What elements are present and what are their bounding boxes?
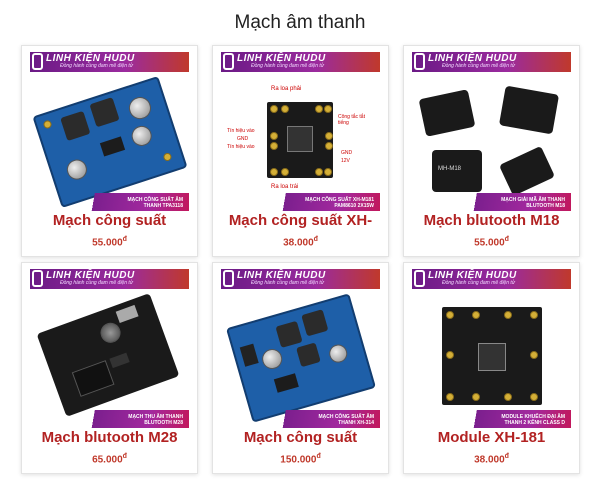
product-image[interactable]: LINH KIỆN HUDU Đồng hành cùng đam mê điệ… — [221, 52, 380, 211]
section-title: Mạch âm thanh — [234, 12, 366, 33]
brand-logo-icon — [32, 53, 43, 70]
brand-name: LINH KIỆN HUDU — [46, 270, 135, 281]
pcb-board-image — [32, 75, 188, 209]
label-mute: Công tắc tắt tiếng — [338, 114, 365, 126]
product-price: 55.000đ — [474, 236, 509, 249]
pcb-board-image — [36, 293, 180, 417]
product-name[interactable]: Mạch blutooth M28 — [41, 429, 178, 446]
product-name[interactable]: Mạch công suất XH- — [228, 212, 373, 229]
brand-logo-icon — [223, 270, 234, 287]
brand-slogan: Đồng hành cùng đam mê điện tử — [60, 63, 133, 69]
pcb-board-image — [498, 85, 560, 135]
product-price: 150.000đ — [280, 453, 321, 466]
product-banner-stripe: MẠCH CÔNG SUẤT ÂM THANH XH-314 — [221, 410, 380, 428]
product-banner-stripe: MẠCH CÔNG SUẤT ÂM THANH TPA3118 — [30, 193, 189, 211]
brand-name: LINH KIỆN HUDU — [237, 53, 326, 64]
label-right-out: Ra loa phải — [271, 86, 302, 92]
brand-logo-icon — [32, 270, 43, 287]
label-input-1: Tín hiệu vào — [227, 128, 255, 134]
product-banner-text: MẠCH THU ÂM THANH BLUTOOTH M28 — [128, 414, 183, 426]
pcb-board-image — [267, 102, 333, 178]
product-banner-text: MẠCH CÔNG SUẤT ÂM THANH XH-314 — [318, 414, 374, 426]
brand-slogan: Đồng hành cùng đam mê điện tử — [442, 280, 515, 286]
product-banner-stripe: MODULE KHUẾCH ĐẠI ÂM THANH 2 KÊNH CLASS … — [412, 410, 571, 428]
product-name[interactable]: Mạch blutooth M18 — [423, 212, 560, 229]
brand-logo-icon — [414, 270, 425, 287]
brand-slogan: Đồng hành cùng đam mê điện tử — [251, 280, 324, 286]
product-card[interactable]: LINH KIỆN HUDU Đồng hành cùng đam mê điệ… — [212, 262, 389, 474]
pcb-board-image: MH-M18 — [432, 150, 482, 192]
product-card[interactable]: LINH KIỆN HUDU Đồng hành cùng đam mê điệ… — [21, 45, 198, 257]
brand-banner: LINH KIỆN HUDU Đồng hành cùng đam mê điệ… — [30, 52, 189, 72]
product-card[interactable]: LINH KIỆN HUDU Đồng hành cùng đam mê điệ… — [403, 45, 580, 257]
product-image[interactable]: LINH KIỆN HUDU Đồng hành cùng đam mê điệ… — [412, 52, 571, 211]
brand-banner: LINH KIỆN HUDU Đồng hành cùng đam mê điệ… — [412, 269, 571, 289]
product-name[interactable]: Module XH-181 — [437, 429, 546, 446]
brand-slogan: Đồng hành cùng đam mê điện tử — [251, 63, 324, 69]
brand-banner: LINH KIỆN HUDU Đồng hành cùng đam mê điệ… — [412, 52, 571, 72]
brand-logo-icon — [223, 53, 234, 70]
brand-name: LINH KIỆN HUDU — [428, 53, 517, 64]
product-banner-stripe: MẠCH GIẢI MÃ ÂM THANH BLUTOOTH M18 — [412, 193, 571, 211]
product-price: 65.000đ — [92, 453, 127, 466]
label-gnd-right: GND — [341, 150, 353, 156]
product-banner-text: MẠCH CÔNG SUẤT ÂM THANH TPA3118 — [127, 197, 183, 209]
brand-name: LINH KIỆN HUDU — [428, 270, 517, 281]
product-image[interactable]: LINH KIỆN HUDU Đồng hành cùng đam mê điệ… — [221, 269, 380, 428]
product-price: 55.000đ — [92, 236, 127, 249]
brand-banner: LINH KIỆN HUDU Đồng hành cùng đam mê điệ… — [221, 269, 380, 289]
label-gnd-left: GND — [237, 136, 249, 142]
pcb-board-image — [418, 89, 476, 137]
product-banner-stripe: MẠCH THU ÂM THANH BLUTOOTH M28 — [30, 410, 189, 428]
product-price: 38.000đ — [283, 236, 318, 249]
brand-slogan: Đồng hành cùng đam mê điện tử — [442, 63, 515, 69]
product-card[interactable]: LINH KIỆN HUDU Đồng hành cùng đam mê điệ… — [212, 45, 389, 257]
brand-logo-icon — [414, 53, 425, 70]
pcb-board-image — [225, 293, 377, 423]
product-image[interactable]: LINH KIỆN HUDU Đồng hành cùng đam mê điệ… — [30, 52, 189, 211]
chip-label: MH-M18 — [438, 166, 462, 172]
product-banner-text: MODULE KHUẾCH ĐẠI ÂM THANH 2 KÊNH CLASS … — [501, 414, 565, 426]
product-banner-stripe: MẠCH CÔNG SUẤT XH-M181 PAM8610 2X15W — [221, 193, 380, 211]
product-card[interactable]: LINH KIỆN HUDU Đồng hành cùng đam mê điệ… — [21, 262, 198, 474]
brand-banner: LINH KIỆN HUDU Đồng hành cùng đam mê điệ… — [30, 269, 189, 289]
product-card[interactable]: LINH KIỆN HUDU Đồng hành cùng đam mê điệ… — [403, 262, 580, 474]
brand-slogan: Đồng hành cùng đam mê điện tử — [60, 280, 133, 286]
product-banner-text: MẠCH CÔNG SUẤT XH-M181 PAM8610 2X15W — [305, 197, 374, 209]
pcb-board-image — [442, 307, 542, 405]
brand-name: LINH KIỆN HUDU — [46, 53, 135, 64]
product-image[interactable]: LINH KIỆN HUDU Đồng hành cùng đam mê điệ… — [30, 269, 189, 428]
label-12v: 12V — [341, 158, 350, 164]
product-name[interactable]: Mạch công suất — [52, 212, 167, 229]
product-name[interactable]: Mạch công suất — [243, 429, 358, 446]
product-banner-text: MẠCH GIẢI MÃ ÂM THANH BLUTOOTH M18 — [501, 197, 565, 209]
product-price: 38.000đ — [474, 453, 509, 466]
brand-name: LINH KIỆN HUDU — [237, 270, 326, 281]
product-image[interactable]: LINH KIỆN HUDU Đồng hành cùng đam mê điệ… — [412, 269, 571, 428]
pcb-board-image — [498, 145, 556, 197]
brand-banner: LINH KIỆN HUDU Đồng hành cùng đam mê điệ… — [221, 52, 380, 72]
label-left-out: Ra loa trái — [271, 184, 299, 190]
label-input-2: Tín hiệu vào — [227, 144, 255, 150]
